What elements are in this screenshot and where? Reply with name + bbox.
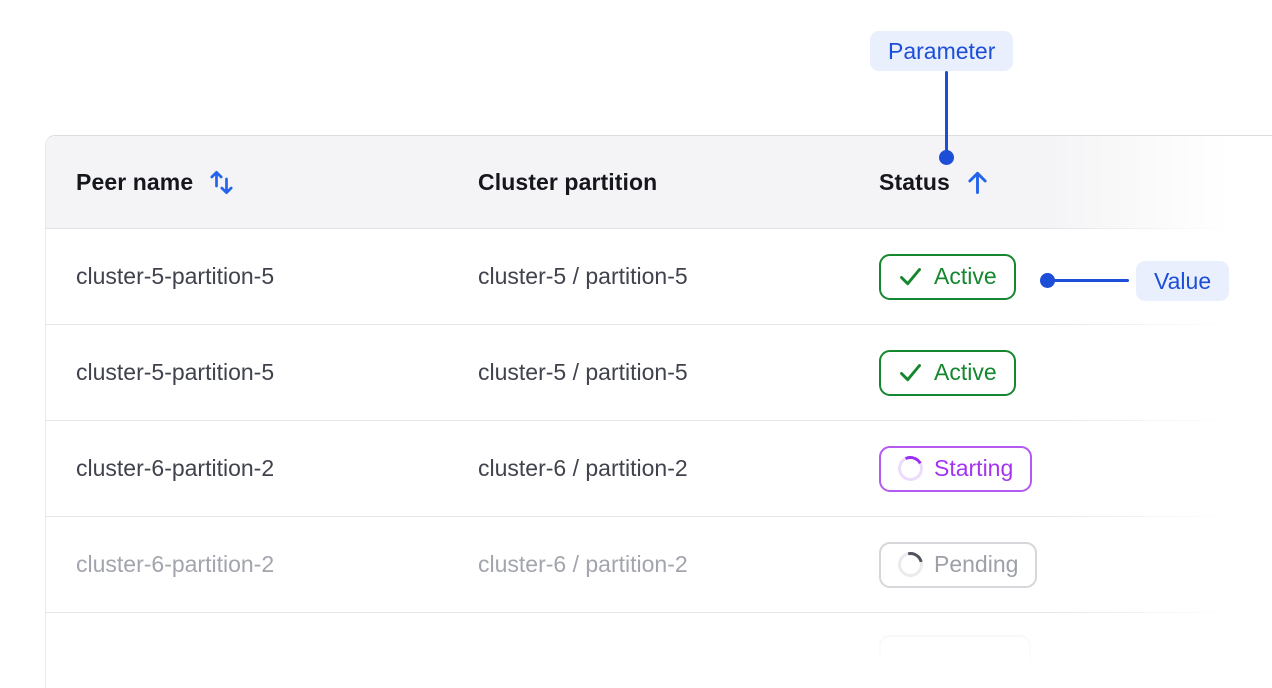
cluster-partition-cell: cluster-6 / partition-2 (478, 455, 688, 481)
parameter-connector-line (945, 71, 948, 153)
parameter-callout: Parameter (870, 31, 1014, 71)
table-body: cluster-5-partition-5 cluster-5 / partit… (46, 229, 1272, 688)
peers-table: Peer name Cluster partition Status clust… (45, 135, 1272, 688)
spinner-icon (893, 547, 928, 582)
cluster-partition-cell: cluster-5 / partition-5 (478, 263, 688, 289)
column-header-peer-name-label: Peer name (76, 168, 194, 195)
peer-name-cell: cluster-6-partition-2 (76, 551, 275, 577)
column-header-status[interactable]: Status (879, 169, 1272, 196)
column-header-cluster-partition-label: Cluster partition (478, 168, 658, 195)
table-row: cluster-6-partition-2 cluster-6 / partit… (46, 421, 1272, 517)
spinner-icon (894, 452, 927, 485)
status-badge: Pending (879, 541, 1038, 588)
status-cell: Active (879, 253, 1272, 300)
status-badge-label: Starting (934, 455, 1014, 481)
parameter-connector-dot (939, 150, 954, 165)
peer-name-cell: cluster-6-partition-2 (76, 455, 275, 481)
status-cell: Pending (879, 541, 1272, 588)
parameter-callout-label: Parameter (888, 37, 996, 64)
cluster-partition-cell: cluster-6 / partition-2 (478, 551, 688, 577)
status-cell (879, 635, 1272, 687)
sort-ascending-arrow-icon[interactable] (965, 169, 990, 196)
cluster-partition-cell: cluster-5 / partition-5 (478, 359, 688, 385)
status-badge-label: Active (934, 263, 997, 289)
table-row: cluster-5-partition-5 cluster-5 / partit… (46, 229, 1272, 325)
table-row (46, 613, 1272, 688)
peer-name-cell: cluster-5-partition-5 (76, 359, 275, 385)
peer-name-cell: cluster-5-partition-5 (76, 263, 275, 289)
status-cell: Starting (879, 445, 1272, 492)
status-badge-label: Pending (934, 551, 1019, 577)
value-connector-line (1049, 279, 1129, 282)
table-header-row: Peer name Cluster partition Status (46, 136, 1272, 229)
sort-both-icon[interactable] (208, 168, 235, 197)
value-callout: Value (1136, 261, 1230, 301)
table-row: cluster-6-partition-2 cluster-6 / partit… (46, 517, 1272, 613)
value-callout-label: Value (1154, 267, 1212, 294)
status-badge-label: Active (934, 359, 997, 385)
status-badge: Active (879, 253, 1016, 300)
status-badge (879, 635, 1031, 681)
status-badge: Starting (879, 445, 1033, 492)
check-icon (898, 361, 923, 384)
table-row: cluster-5-partition-5 cluster-5 / partit… (46, 325, 1272, 421)
status-cell: Active (879, 349, 1272, 396)
column-header-status-label: Status (879, 168, 950, 195)
status-badge: Active (879, 349, 1016, 396)
column-header-cluster-partition: Cluster partition (478, 169, 879, 196)
check-icon (898, 265, 923, 288)
column-header-peer-name[interactable]: Peer name (46, 168, 478, 197)
